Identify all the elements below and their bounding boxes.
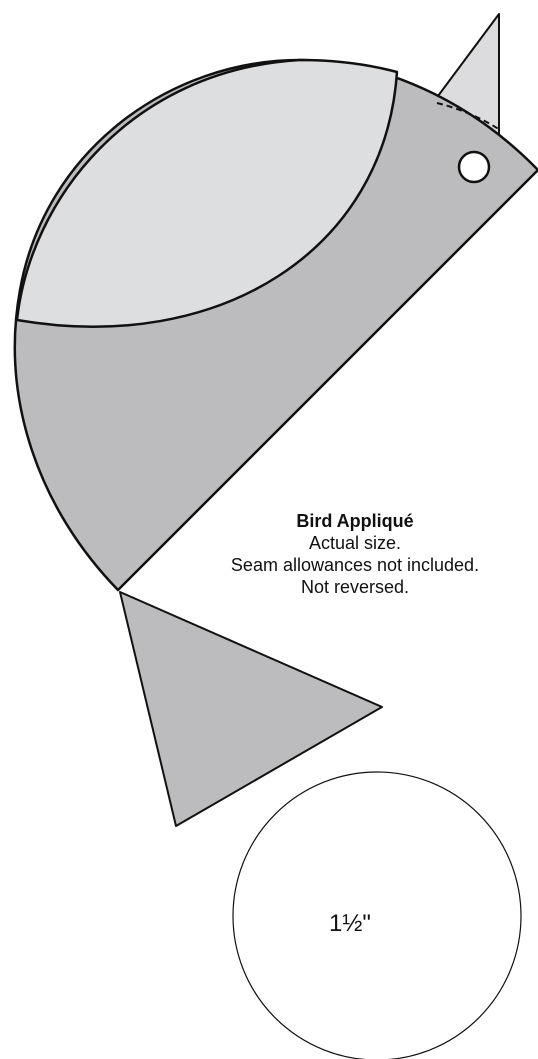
size-gauge-label: 1½" — [329, 910, 371, 937]
size-gauge-circle — [232, 771, 522, 1059]
caption-seam-note: Seam allowances not included. — [230, 555, 480, 575]
caption-title: Bird Appliqué — [296, 511, 414, 531]
tail-piece — [119, 591, 383, 827]
eye-piece — [457, 150, 491, 184]
pattern-caption: Bird Appliqué Actual size. Seam allowanc… — [190, 510, 520, 598]
caption-actual-size: Actual size. — [308, 533, 402, 553]
beak-seam-line — [436, 102, 501, 131]
caption-reverse-note: Not reversed. — [300, 577, 410, 597]
wing-piece — [15, 58, 399, 328]
